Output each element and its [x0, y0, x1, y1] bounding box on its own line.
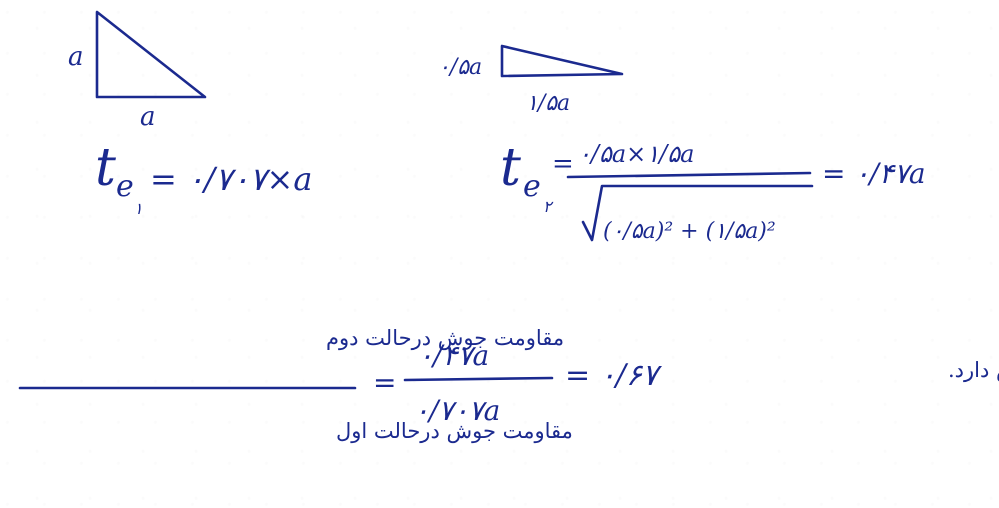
- te2-subscript-index: ۲: [543, 197, 554, 216]
- right-triangle-figure: ۰/۵a ۱/۵a: [438, 44, 624, 116]
- te2-subscript-e: e: [523, 169, 541, 204]
- ratio-mid-denominator: ۰/۷۰۷a: [414, 394, 500, 427]
- ratio-numerator-text: مقاومت جوش درحالت دوم: [326, 326, 564, 351]
- ratio-result: = ۰/۶۷: [565, 358, 662, 393]
- te2-equals: =: [552, 149, 574, 179]
- right-triangle-vertical-label: ۰/۵a: [438, 55, 482, 80]
- te2-radical-sign: [581, 184, 814, 242]
- te2-numerator: ۰/۵a×۱/۵a: [578, 140, 694, 168]
- te1-subscript-index: ۱: [134, 199, 143, 218]
- te2-denominator: (۰/۵a)² + (۱/۵a)²: [603, 219, 776, 244]
- equation-te2: t e ۲ = ۰/۵a×۱/۵a (۰/۵a)² + (۱/۵a)² = ۰/…: [500, 138, 926, 244]
- te1-subscript-e: e: [116, 169, 134, 204]
- ratio-conclusion: ۳۳ درصد کاهش دارد.: [948, 358, 999, 383]
- te2-result: = ۰/۴۷a: [822, 157, 926, 190]
- ratio-denominator-text: مقاومت جوش درحالت اول: [336, 419, 573, 444]
- left-triangle-vertical-label: a: [68, 42, 84, 72]
- ratio-equation: مقاومت جوش درحالت دوم مقاومت جوش درحالت …: [18, 326, 999, 444]
- equation-te1: t e ۱ = ۰/۷۰۷×a: [95, 138, 312, 218]
- te2-t-symbol: t: [500, 138, 521, 198]
- right-triangle-bottom-label: ۱/۵a: [526, 91, 570, 116]
- te2-fraction-bar: [566, 171, 812, 179]
- left-triangle-figure: a a: [68, 10, 207, 132]
- ratio-mid-fraction-bar: [403, 376, 554, 382]
- ratio-mid-numerator: ۰/۴۷a: [418, 339, 489, 372]
- te1-t-symbol: t: [95, 138, 116, 198]
- ratio-equals-1: =: [373, 366, 396, 399]
- left-triangle-shape: [95, 10, 207, 99]
- left-triangle-bottom-label: a: [140, 102, 156, 132]
- right-triangle-shape: [500, 44, 624, 78]
- te1-rhs: = ۰/۷۰۷×a: [150, 160, 312, 198]
